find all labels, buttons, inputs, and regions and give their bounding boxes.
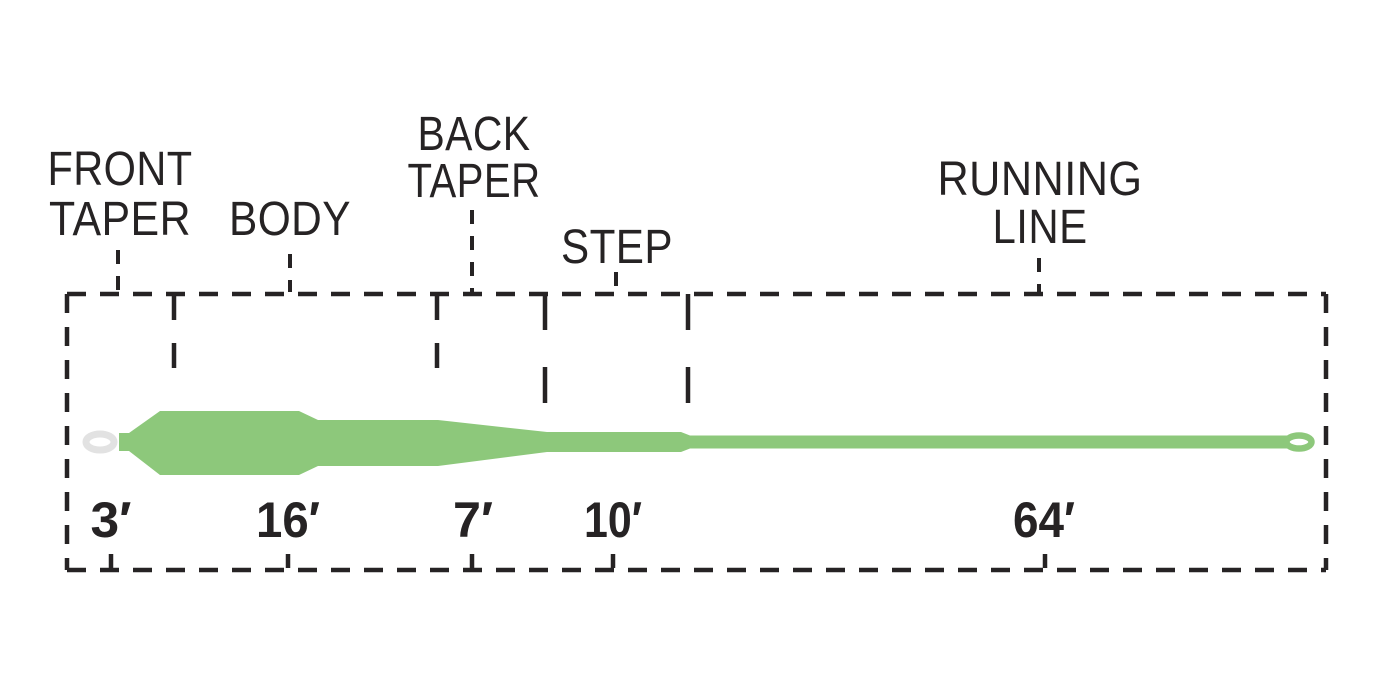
measure-step: 10′ [584, 492, 642, 548]
fly-line-profile [119, 411, 1289, 475]
measure-back-taper: 7′ [453, 492, 493, 548]
rear-welded-loop-icon [1283, 432, 1315, 452]
measure-running-line: 64′ [1013, 492, 1075, 548]
label-front-taper-line1: FRONT [48, 143, 193, 196]
diagram-text-layer: FRONT TAPER BODY BACK TAPER STEP RUNNING… [48, 108, 1143, 548]
measure-front-taper: 3′ [91, 492, 132, 548]
measure-body: 16′ [256, 492, 320, 548]
label-running-line-line2: LINE [993, 201, 1088, 254]
label-body: BODY [229, 193, 351, 246]
label-running-line-line1: RUNNING [938, 153, 1143, 206]
front-welded-loop-icon [82, 430, 118, 454]
label-front-taper-line2: TAPER [49, 193, 191, 246]
label-back-taper-line1: BACK [418, 108, 531, 161]
label-back-taper-line2: TAPER [408, 155, 541, 208]
dashed-guides [64, 210, 1329, 573]
label-step: STEP [561, 221, 673, 274]
